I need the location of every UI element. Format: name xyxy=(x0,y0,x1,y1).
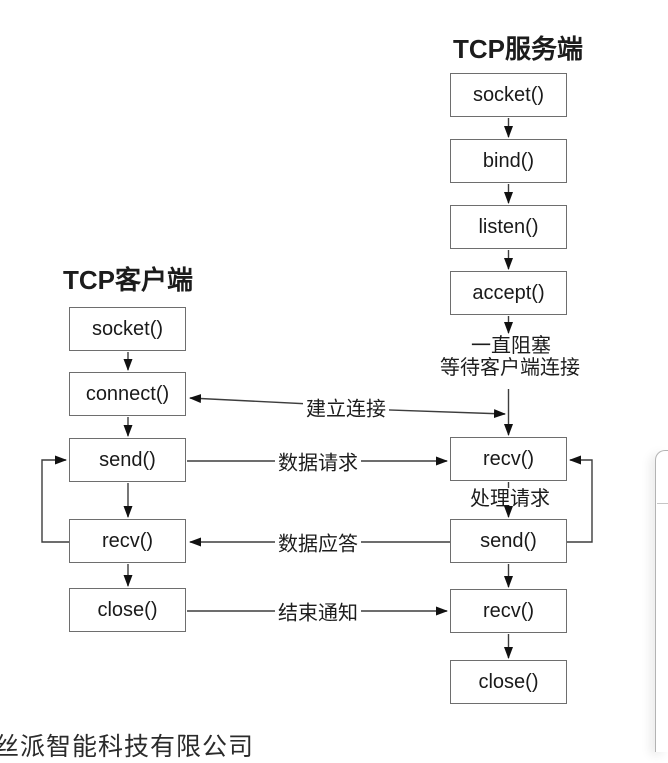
client-box-connect: connect() xyxy=(69,372,186,416)
side-panel-divider xyxy=(657,503,668,504)
footer-company-text: 丝派智能科技有限公司 xyxy=(0,727,254,763)
loop-client-recv-to-send xyxy=(41,455,69,543)
server-box-send: send() xyxy=(450,519,567,563)
connection-label-request: 数据请求 xyxy=(275,446,361,476)
loop-server-send-to-recv xyxy=(567,455,593,543)
server-box-recv1: recv() xyxy=(450,437,567,481)
server-blocking-note-line1: 一直阻塞 xyxy=(471,335,551,357)
client-title: TCP客户端 xyxy=(62,265,194,295)
client-box-socket: socket() xyxy=(69,307,186,351)
footer-company-name: 派智能科技有限公司 xyxy=(20,733,255,761)
server-blocking-note-line2: 等待客户端连接 xyxy=(440,357,580,379)
client-box-recv: recv() xyxy=(69,519,186,563)
server-box-socket: socket() xyxy=(450,73,567,117)
connection-label-establish: 建立连接 xyxy=(303,392,389,422)
footer-partial-glyph: 丝 xyxy=(0,733,21,761)
connection-label-finish: 结束通知 xyxy=(275,596,361,626)
server-box-bind: bind() xyxy=(450,139,567,183)
server-box-close: close() xyxy=(450,660,567,704)
side-panel-edge xyxy=(655,450,668,752)
server-box-listen: listen() xyxy=(450,205,567,249)
client-box-close: close() xyxy=(69,588,186,632)
server-title: TCP服务端 xyxy=(452,34,584,64)
connection-label-response: 数据应答 xyxy=(275,527,361,557)
client-box-send: send() xyxy=(69,438,186,482)
server-process-note: 处理请求 xyxy=(470,488,550,510)
server-box-accept: accept() xyxy=(450,271,567,315)
server-box-recv2: recv() xyxy=(450,589,567,633)
